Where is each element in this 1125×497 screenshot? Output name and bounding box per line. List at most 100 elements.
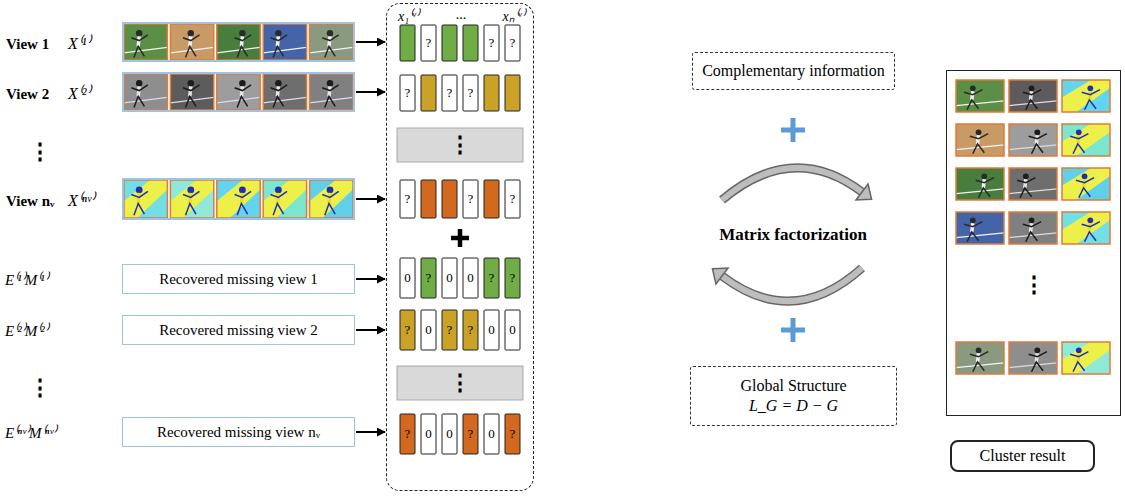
color-patch — [170, 180, 213, 218]
photo-frame — [170, 74, 213, 110]
cell-symbol: 0 — [503, 322, 522, 338]
player-arms — [271, 191, 287, 197]
player-body — [329, 86, 330, 96]
photo-ground — [170, 24, 213, 60]
photo-frame — [1062, 80, 1110, 112]
photo — [310, 180, 353, 218]
plus-symbol — [781, 318, 805, 342]
player-body — [190, 86, 191, 96]
player-arms — [322, 85, 338, 91]
player-body — [983, 179, 984, 188]
photo-frame — [263, 24, 306, 60]
player-head — [1029, 85, 1035, 91]
court-line — [263, 97, 306, 102]
court-line — [956, 101, 1004, 106]
flow-arrow — [356, 41, 385, 43]
cycle-arrow-outline — [722, 168, 862, 200]
photo-ground — [1062, 212, 1110, 244]
box-text: Cluster result — [980, 446, 1066, 466]
player-body — [329, 36, 330, 46]
player-legs — [1026, 232, 1038, 242]
cell-symbol: ? — [461, 85, 480, 101]
player-arms — [235, 85, 251, 91]
photo-frame — [217, 180, 260, 218]
cell-symbol: ? — [503, 191, 522, 207]
player-head — [1076, 129, 1082, 135]
player-legs — [325, 204, 335, 216]
color-patch — [1062, 124, 1110, 156]
player-arms — [1017, 178, 1035, 183]
photo-frame — [263, 74, 306, 110]
flow-arrow — [356, 431, 385, 433]
cell-symbol: ? — [398, 322, 417, 338]
ellipsis-band — [397, 128, 523, 162]
color-patch — [310, 180, 353, 218]
player-legs — [1032, 144, 1044, 154]
player-legs — [973, 144, 985, 154]
cell-symbol: ? — [482, 270, 501, 286]
color-patch — [124, 180, 167, 218]
cell-symbol: ? — [440, 85, 459, 101]
photo-frame — [263, 180, 306, 218]
player-head — [239, 80, 245, 86]
side-label: E⁽¹⁾M⁽¹⁾ — [5, 270, 48, 290]
side-label: E⁽ⁿᵛ⁾M⁽ⁿᵛ⁾ — [5, 423, 57, 443]
photo-ground — [170, 180, 213, 218]
photo-ground — [1062, 80, 1110, 112]
player-legs — [1085, 100, 1097, 110]
side-label: xₙ⁽ᵛ⁾ — [502, 7, 524, 27]
matrix-cell — [421, 180, 436, 218]
player-head — [1034, 129, 1040, 135]
player-head — [275, 30, 281, 36]
flow-arrow — [356, 329, 385, 331]
photo — [124, 74, 167, 110]
photo-ground — [956, 80, 1004, 112]
player-head — [136, 186, 143, 193]
player-body — [1031, 223, 1032, 232]
photo-frame — [310, 24, 353, 60]
photo-frame — [1009, 212, 1057, 244]
court-line — [124, 47, 167, 52]
player-arms — [131, 35, 147, 41]
photo-ground — [1062, 124, 1110, 156]
player-legs — [273, 96, 283, 107]
court-line — [263, 47, 306, 52]
photo — [1009, 124, 1057, 156]
photo — [956, 212, 1004, 244]
player-body — [972, 91, 973, 100]
box-text: L_G = D − G — [749, 396, 838, 416]
photo-frame — [1062, 342, 1110, 374]
photo-frame — [310, 74, 353, 110]
player-head — [327, 30, 333, 36]
player-legs — [134, 96, 144, 107]
player-body — [241, 36, 242, 46]
photo-ground — [310, 74, 353, 110]
color-patch — [263, 180, 306, 218]
player-head — [976, 129, 982, 135]
player-head — [239, 30, 245, 36]
plus-symbol — [781, 118, 805, 142]
ellipsis-band — [397, 366, 523, 400]
photo — [263, 74, 306, 110]
player-body — [978, 135, 979, 144]
photo-frame — [310, 180, 353, 218]
recovered-box: E⁽ⁿᵛ⁾M⁽ⁿᵛ⁾Recovered missing view nᵥ — [122, 417, 355, 447]
color-patch — [1062, 168, 1110, 200]
photo — [1009, 212, 1057, 244]
box-text: Recovered missing view 2 — [159, 320, 318, 340]
photo-frame — [124, 24, 167, 60]
player-legs — [273, 204, 283, 216]
player-head — [981, 173, 987, 179]
player-arms — [970, 352, 988, 357]
player-body — [1036, 353, 1037, 362]
photo-frame — [1062, 168, 1110, 200]
process-title: Matrix factorization — [683, 224, 903, 246]
player-arms — [131, 191, 147, 197]
player-arms — [1082, 222, 1100, 227]
player-legs — [186, 204, 196, 216]
side-label: X⁽¹⁾ — [68, 34, 91, 54]
player-arms — [970, 134, 988, 139]
box-text: Recovered missing view 1 — [159, 269, 318, 289]
player-arms — [1029, 134, 1047, 139]
